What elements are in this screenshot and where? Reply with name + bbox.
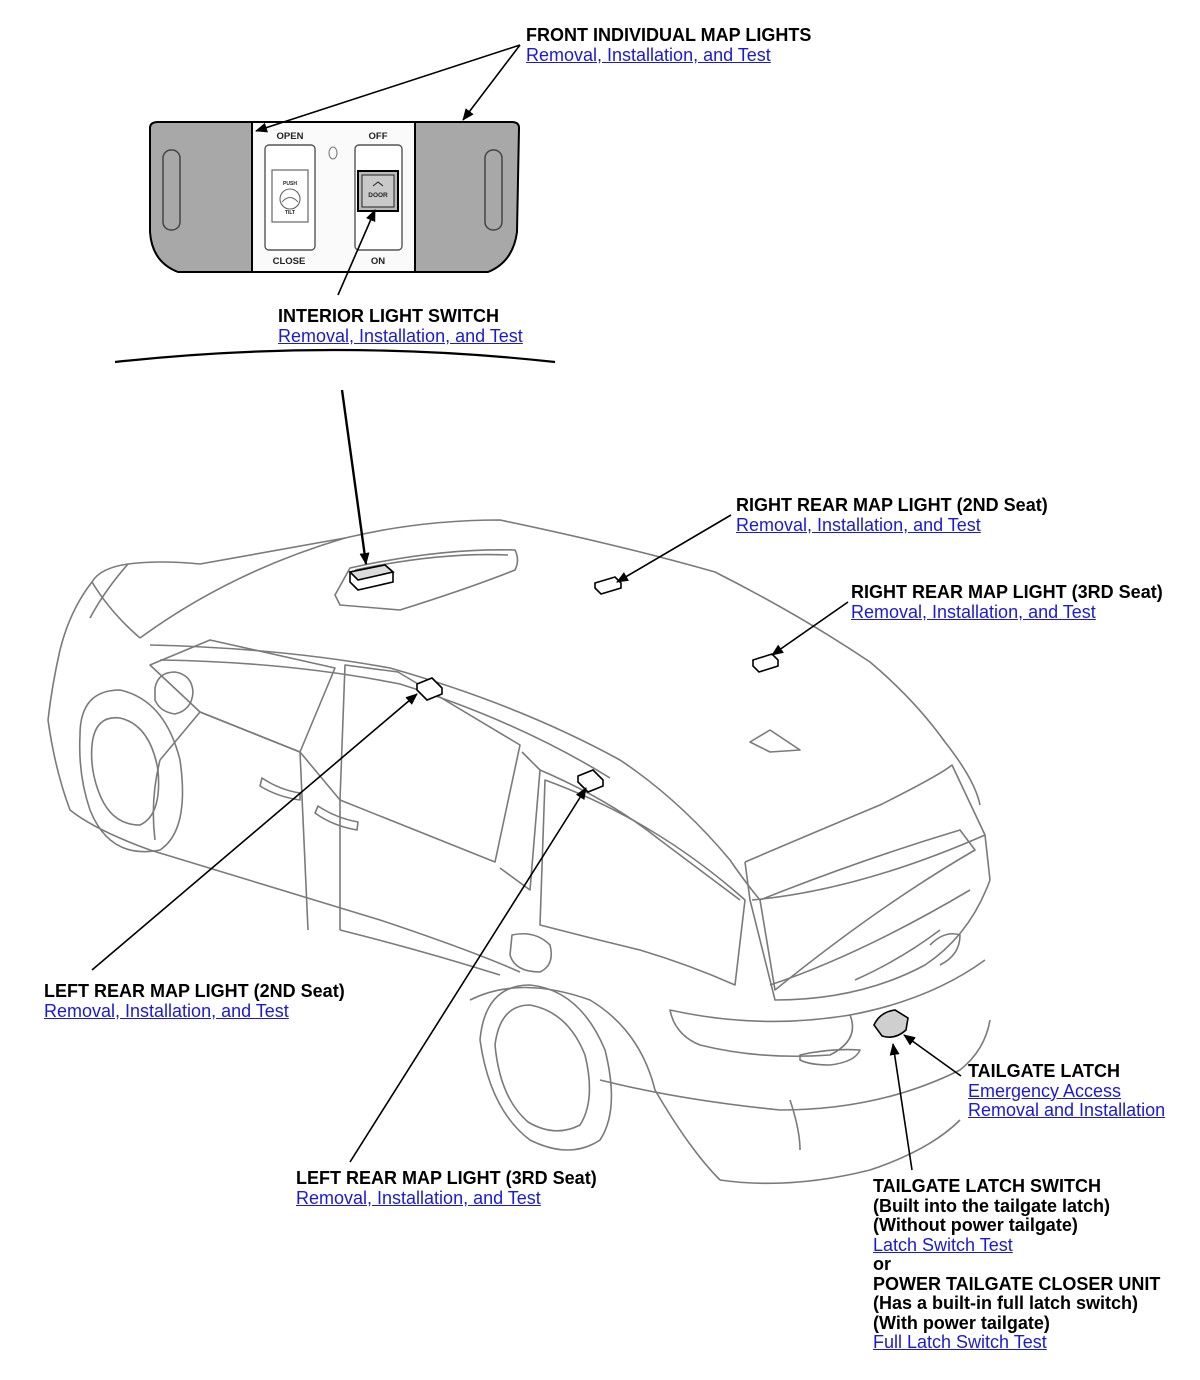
switch-tilt-label: TILT (285, 210, 295, 216)
left-rear-2nd-callout: LEFT REAR MAP LIGHT (2ND Seat) Removal, … (44, 981, 345, 1021)
tailgate-latch-title: TAILGATE LATCH (968, 1061, 1120, 1081)
switch-close-label: CLOSE (273, 256, 306, 267)
interior-switch-callout: INTERIOR LIGHT SWITCH Removal, Installat… (278, 306, 523, 346)
right-rear-3rd-link[interactable]: Removal, Installation, and Test (851, 601, 1096, 622)
left-rear-2nd-title: LEFT REAR MAP LIGHT (2ND Seat) (44, 981, 345, 1001)
tailgate-latch-callout: TAILGATE LATCH Emergency Access Removal … (968, 1061, 1166, 1121)
front-map-lights-link[interactable]: Removal, Installation, and Test (526, 44, 771, 65)
switch-on-label: ON (371, 256, 385, 267)
left-rear-3rd-link[interactable]: Removal, Installation, and Test (296, 1187, 541, 1208)
switch-open-label: OPEN (277, 131, 304, 142)
closer-unit-title: POWER TAILGATE CLOSER UNIT (873, 1273, 1161, 1294)
right-rear-2nd-link[interactable]: Removal, Installation, and Test (736, 514, 981, 535)
vehicle-drawing (47, 519, 991, 1185)
switch-off-label: OFF (369, 131, 388, 142)
switch-door-label: DOOR (368, 192, 388, 199)
closer-unit-note-1: (Has a built-in full latch switch) (873, 1293, 1139, 1313)
interior-switch-link[interactable]: Removal, Installation, and Test (278, 325, 523, 346)
tailgate-switch-callout: TAILGATE LATCH SWITCH (Built into the ta… (873, 1176, 1161, 1353)
component-markers (348, 564, 909, 1038)
emergency-access-link[interactable]: Emergency Access (968, 1080, 1122, 1101)
switch-push-label: PUSH (283, 181, 297, 187)
leader-lines (91, 44, 962, 1171)
left-rear-2nd-link[interactable]: Removal, Installation, and Test (44, 1000, 289, 1021)
overhead-console: OPEN CLOSE OFF ON PUSH TILT DOOR (149, 121, 521, 273)
right-rear-2nd-title: RIGHT REAR MAP LIGHT (2ND Seat) (736, 495, 1048, 515)
removal-installation-link[interactable]: Removal and Installation (968, 1100, 1166, 1120)
interior-switch-title: INTERIOR LIGHT SWITCH (278, 306, 499, 326)
right-rear-3rd-callout: RIGHT REAR MAP LIGHT (3RD Seat) Removal,… (851, 582, 1163, 622)
left-rear-3rd-title: LEFT REAR MAP LIGHT (3RD Seat) (296, 1168, 597, 1188)
left-rear-3rd-callout: LEFT REAR MAP LIGHT (3RD Seat) Removal, … (296, 1168, 597, 1208)
latch-switch-test-link[interactable]: Latch Switch Test (873, 1234, 1013, 1255)
right-rear-3rd-title: RIGHT REAR MAP LIGHT (3RD Seat) (851, 582, 1163, 602)
tailgate-switch-note-1: (Built into the tailgate latch) (873, 1195, 1110, 1216)
tailgate-switch-note-2: (Without power tailgate) (873, 1215, 1078, 1235)
front-map-lights-title: FRONT INDIVIDUAL MAP LIGHTS (526, 25, 812, 45)
right-rear-2nd-callout: RIGHT REAR MAP LIGHT (2ND Seat) Removal,… (736, 495, 1048, 535)
or-label: or (873, 1254, 891, 1274)
full-latch-switch-test-link[interactable]: Full Latch Switch Test (873, 1332, 1047, 1352)
front-map-lights-callout: FRONT INDIVIDUAL MAP LIGHTS Removal, Ins… (526, 25, 812, 65)
closer-unit-note-2: (With power tailgate) (873, 1312, 1050, 1333)
tailgate-switch-title: TAILGATE LATCH SWITCH (873, 1176, 1101, 1196)
